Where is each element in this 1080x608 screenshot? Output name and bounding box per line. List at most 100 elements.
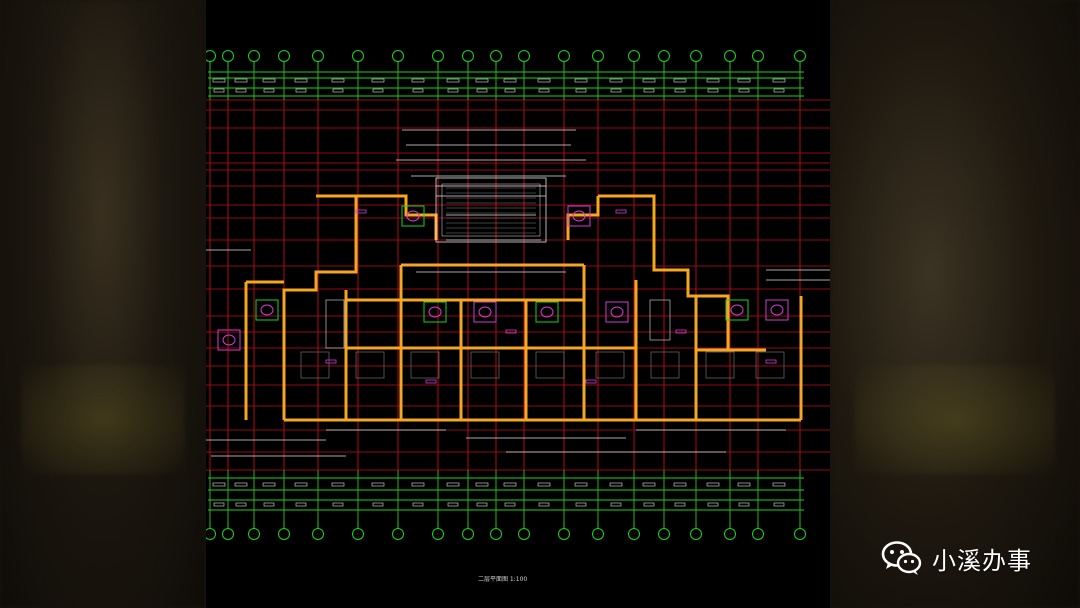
dimension-text	[446, 482, 460, 487]
axis-bubble-top	[794, 50, 806, 62]
sanitary-fixture	[765, 299, 789, 321]
furniture-block	[410, 351, 440, 379]
axis-bubble-bottom	[462, 528, 474, 540]
dimension-text	[475, 78, 489, 83]
axis-bubble-top	[248, 50, 260, 62]
dimension-text	[707, 88, 719, 93]
axis-bubble-top	[490, 50, 502, 62]
plan-caption: 二层平面图 1:100	[478, 576, 528, 583]
dimension-text	[707, 502, 719, 507]
fixture-label	[585, 379, 597, 384]
axis-bubble-bottom	[658, 528, 670, 540]
fixture-label	[425, 379, 437, 384]
dimension-text	[262, 78, 276, 83]
axis-bubble-top	[206, 50, 216, 62]
watermark: 小溪办事	[880, 538, 1032, 578]
stair-core	[435, 177, 547, 243]
grid-lines	[206, 62, 830, 522]
fixture-basin	[572, 210, 586, 222]
dimension-text	[772, 78, 786, 83]
axis-bubble-bottom	[724, 528, 736, 540]
sanitary-fixture	[605, 301, 629, 323]
axis-bubble-top	[724, 50, 736, 62]
dimension-text	[263, 88, 275, 93]
furniture-block	[755, 351, 785, 379]
dimension-text	[412, 502, 424, 507]
dimension-text	[332, 88, 344, 93]
fixture-label	[765, 359, 777, 364]
blurred-background-right	[830, 0, 1080, 608]
dimension-text	[331, 482, 345, 487]
axis-bubble-bottom	[518, 528, 530, 540]
dimension-text	[447, 88, 459, 93]
axis-bubble-top	[658, 50, 670, 62]
sanitary-fixture	[255, 299, 279, 321]
dimension-text	[773, 502, 785, 507]
dimension-text	[537, 78, 551, 83]
dimension-text	[738, 502, 750, 507]
fixture-basin	[222, 334, 236, 346]
axis-bubble-bottom	[490, 528, 502, 540]
wechat-icon	[881, 541, 922, 575]
dimension-text	[234, 482, 248, 487]
sanitary-fixture	[725, 299, 749, 321]
dimension-text	[212, 78, 226, 83]
fixture-label	[505, 329, 517, 334]
dimension-text	[538, 502, 550, 507]
axis-bubbles	[206, 50, 806, 540]
dimension-text	[674, 88, 686, 93]
dimension-text	[610, 502, 622, 507]
furniture-block	[355, 351, 385, 379]
dimension-text	[574, 78, 588, 83]
dimension-text	[642, 482, 656, 487]
dimension-text	[295, 88, 307, 93]
top-dimension-lines	[208, 66, 804, 100]
fixture-label	[325, 359, 337, 364]
sanitary-fixture	[473, 301, 497, 323]
floor-plan-drawing	[206, 50, 830, 540]
dimension-text	[538, 88, 550, 93]
watermark-text: 小溪办事	[932, 546, 1032, 575]
axis-bubble-bottom	[432, 528, 444, 540]
axis-bubble-bottom	[248, 528, 260, 540]
blurred-background-left	[0, 0, 206, 608]
dimension-text	[212, 482, 226, 487]
dimension-text	[609, 482, 623, 487]
dimension-text	[674, 502, 686, 507]
axis-bubble-bottom	[628, 528, 640, 540]
sanitary-fixture	[401, 205, 425, 227]
axis-bubble-bottom	[592, 528, 604, 540]
dimension-text	[446, 78, 460, 83]
wall-segment	[598, 194, 730, 350]
dimension-text	[503, 78, 517, 83]
axis-bubble-top	[518, 50, 530, 62]
dimension-text	[235, 502, 247, 507]
dimension-text	[503, 482, 517, 487]
fixture-basin	[260, 304, 274, 316]
furniture-block	[705, 351, 735, 379]
dimension-text	[772, 482, 786, 487]
dimension-text	[371, 482, 385, 487]
dimension-text	[475, 482, 489, 487]
axis-bubble-bottom	[558, 528, 570, 540]
furniture-block	[595, 351, 625, 379]
dimension-text	[737, 482, 751, 487]
dimension-text	[476, 88, 488, 93]
wall-outlines	[244, 194, 803, 422]
axis-bubble-top	[558, 50, 570, 62]
dimension-text	[673, 482, 687, 487]
dimension-text	[331, 78, 345, 83]
furniture-block	[300, 351, 330, 379]
dimension-text	[643, 502, 655, 507]
fixture-basin	[730, 304, 744, 316]
furniture-block	[470, 351, 500, 379]
axis-bubble-top	[690, 50, 702, 62]
axis-bubble-bottom	[312, 528, 324, 540]
dimension-text	[332, 502, 344, 507]
axis-bubble-bottom	[206, 528, 216, 540]
dimension-text	[263, 502, 275, 507]
dimension-text	[262, 482, 276, 487]
dimension-text	[706, 78, 720, 83]
dimension-text	[773, 88, 785, 93]
fixture-basin	[406, 210, 420, 222]
